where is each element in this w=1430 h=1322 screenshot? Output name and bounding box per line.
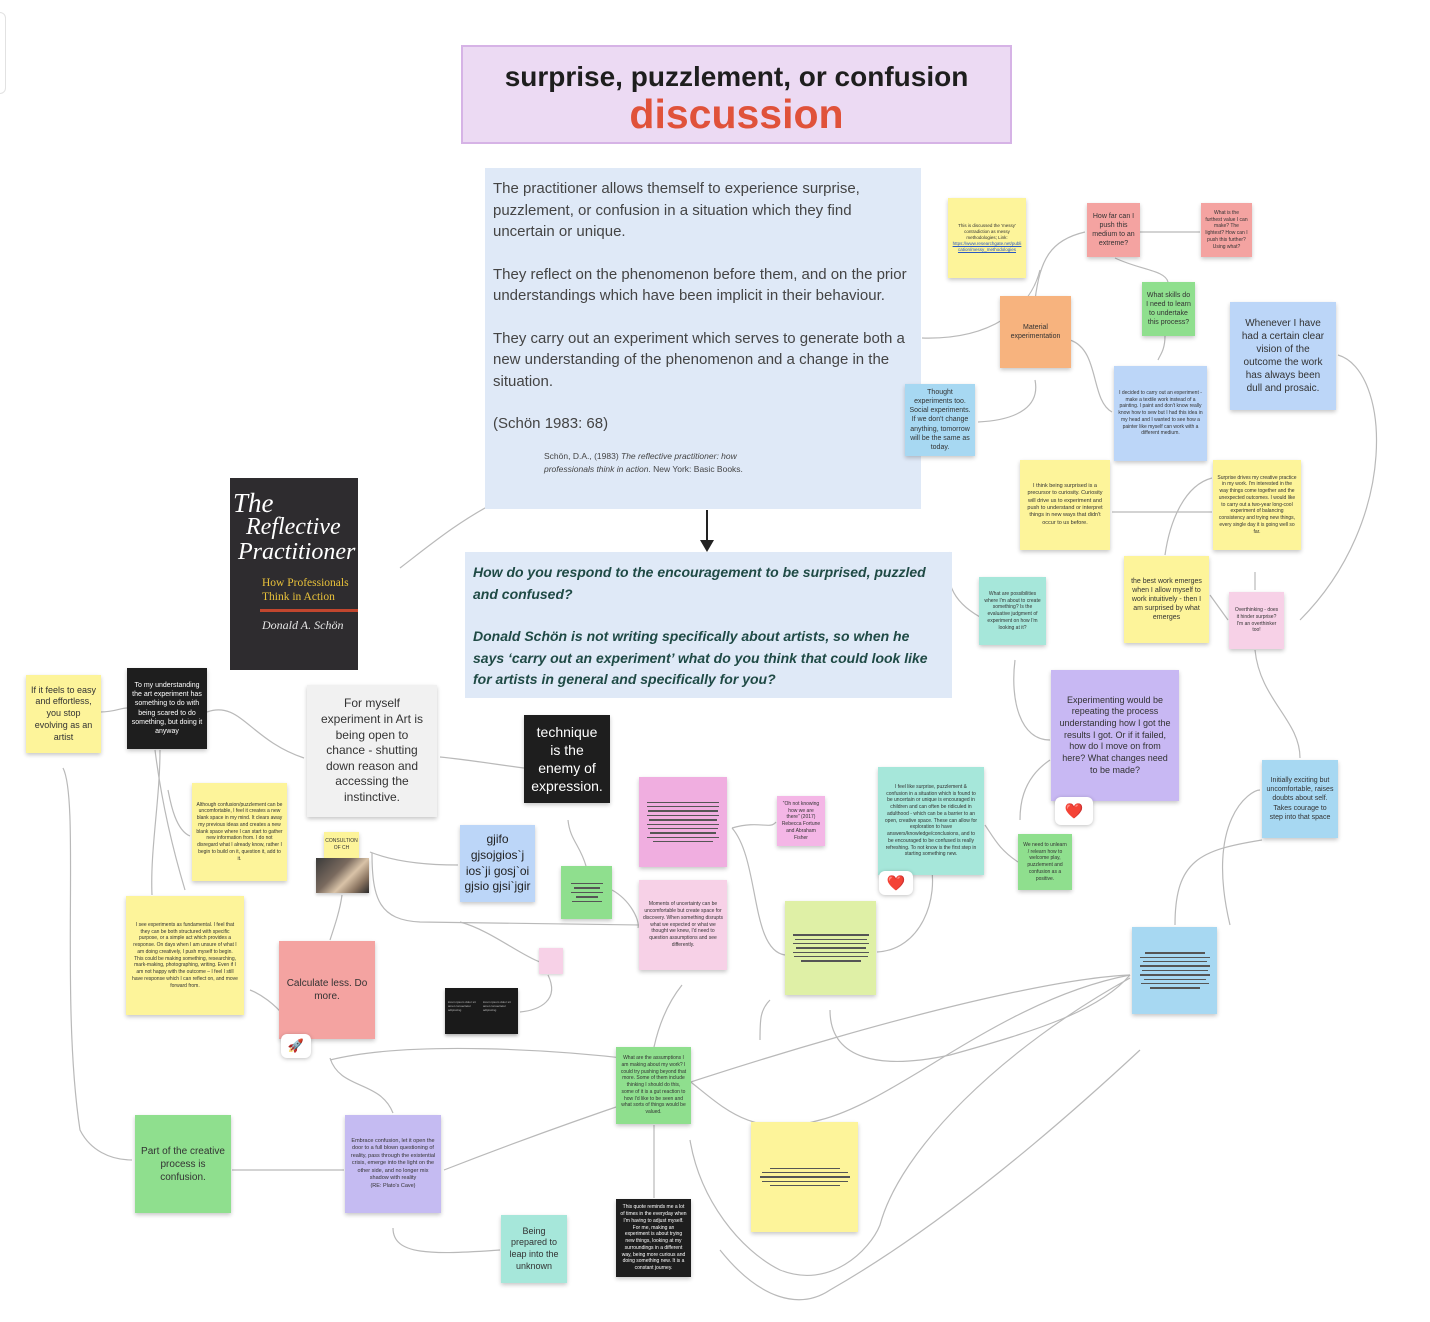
messy-link[interactable]: https://www.researchgate.net/publication…	[952, 241, 1022, 253]
note-text-lines	[1139, 952, 1210, 989]
sticky-note-embrace-confusion[interactable]: Embrace confusion, let it open the door …	[345, 1115, 441, 1213]
thumbnail-text-right: lorem ipsum dolor sit amet consectetur a…	[483, 1000, 511, 1012]
sticky-note-lightgreen-lines[interactable]	[785, 901, 876, 995]
sticky-note-technique[interactable]: technique is the enemy of expression.	[524, 715, 610, 803]
sticky-note-experimenting-repeating[interactable]: Experimenting would be repeating the pro…	[1051, 670, 1179, 801]
note-text-lines	[792, 934, 869, 962]
embrace-text: Embrace confusion, let it open the door …	[350, 1138, 436, 1182]
portrait-photo[interactable]	[316, 858, 369, 893]
book-author: Donald A. Schön	[262, 618, 344, 632]
sticky-note-whenever-vision[interactable]: Whenever I have had a certain clear visi…	[1230, 302, 1336, 410]
board-header: surprise, puzzlement, or confusion discu…	[461, 45, 1012, 144]
note-text-lines	[647, 801, 719, 843]
sticky-note-puzzled-children[interactable]: I feel like surprise, puzzlement & confu…	[878, 767, 984, 875]
sticky-note-confusion-blank-space[interactable]: Although confusion/puzzlement can be unc…	[192, 783, 287, 881]
sticky-note-green-lines[interactable]	[561, 866, 612, 919]
screenshot-thumbnail[interactable]: lorem ipsum dolor sit amet consectetur a…	[445, 988, 518, 1034]
book-divider	[260, 609, 358, 612]
sticky-note-thought-experiments[interactable]: Thought experiments too. Social experime…	[905, 384, 975, 456]
quote-paragraph-1: The practitioner allows themself to expe…	[493, 180, 860, 240]
sticky-note-decided-textile[interactable]: I decided to carry out an experiment - m…	[1114, 366, 1207, 461]
book-title-line-2: Reflective	[246, 514, 341, 540]
small-pink-square[interactable]	[539, 948, 563, 974]
reference-title: The reflective practitioner: how profess…	[544, 450, 737, 474]
sticky-note-not-knowing[interactable]: “Oh not knowing how we are there” (2017)…	[777, 796, 825, 846]
question-1: How do you respond to the encouragement …	[473, 564, 926, 602]
canvas-edge-panel	[0, 12, 6, 94]
quote-paragraph-2: They reflect on the phenomenon before th…	[493, 265, 907, 305]
sticky-note-unlearn-relearn[interactable]: We need to unlearn / relearn how to welc…	[1018, 834, 1072, 890]
sticky-note-easy-effortless[interactable]: If it feels to easy and effortless, you …	[26, 675, 101, 753]
quote-citation: (Schön 1983: 68)	[493, 415, 609, 432]
sticky-note-calculate-less[interactable]: Calculate less. Do more.	[279, 941, 375, 1039]
question-box[interactable]: How do you respond to the encouragement …	[465, 552, 952, 698]
sticky-note-about-to-create[interactable]: What are possibilities where I'm about t…	[979, 577, 1046, 645]
rocket-reaction-icon[interactable]: 🚀	[281, 1034, 311, 1058]
sticky-note-part-of-process[interactable]: Part of the creative process is confusio…	[135, 1115, 231, 1213]
book-cover-image[interactable]: The Reflective Practitioner How Professi…	[230, 478, 358, 670]
sticky-note-initially-exciting[interactable]: Initially exciting but uncomfortable, ra…	[1262, 760, 1338, 838]
heart-reaction-icon[interactable]: ❤️	[1055, 797, 1093, 825]
sticky-note-scared[interactable]: To my understanding the art experiment h…	[127, 668, 207, 749]
quote-reference: Schön, D.A., (1983) The reflective pract…	[544, 450, 759, 476]
sticky-note-gjifo[interactable]: gjifo gjsojgios`j ios`ji gosj`oi gjsio g…	[460, 825, 535, 902]
sticky-note-surprise-drives[interactable]: Surprise drives my creative practice in …	[1213, 460, 1301, 550]
sticky-note-yellow-lines[interactable]	[751, 1122, 858, 1232]
sticky-note-leap-unknown[interactable]: Being prepared to leap into the unknown	[501, 1215, 567, 1283]
heart-reaction-icon[interactable]: ❤️	[879, 871, 913, 895]
quote-paragraph-3: They carry out an experiment which serve…	[493, 329, 905, 390]
sticky-note-myself-experiment[interactable]: For myself experiment in Art is being op…	[307, 685, 437, 817]
sticky-note-how-far[interactable]: How far can I push this medium to an ext…	[1087, 203, 1140, 257]
sticky-note-surprised-curiosity[interactable]: I think being surprised is a precursor t…	[1020, 460, 1110, 550]
sticky-note-material-experimentation[interactable]: Material experimentation	[1000, 296, 1071, 368]
reference-author: Schön, D.A., (1983)	[544, 450, 622, 461]
board-title: surprise, puzzlement, or confusion	[504, 61, 969, 92]
board-subtitle: discussion	[629, 91, 844, 137]
question-2: Donald Schön is not writing specifically…	[473, 628, 928, 687]
note-text-lines	[759, 1167, 850, 1187]
messy-text: This is discussed the 'messy' contradict…	[958, 222, 1016, 240]
quote-box[interactable]: The practitioner allows themself to expe…	[485, 168, 921, 509]
book-subtitle-line-1: How Professionals	[262, 577, 349, 589]
book-title-line-1: The	[233, 488, 274, 518]
thumbnail-text-left: lorem ipsum dolor sit amet consectetur a…	[448, 1000, 476, 1012]
sticky-note-skills[interactable]: What skills do I need to learn to undert…	[1142, 282, 1195, 336]
book-subtitle-line-2: Think in Action	[262, 591, 335, 603]
sticky-note-black-reflection[interactable]: This quote reminds me a lot of times in …	[616, 1199, 691, 1277]
sticky-note-overthinking[interactable]: Overthinking - does it hinder surprise? …	[1229, 592, 1284, 649]
sticky-note-material-limit[interactable]: What is the furthest value I can make? T…	[1201, 203, 1252, 257]
sticky-note-magenta-lines[interactable]	[639, 777, 727, 867]
sticky-note-messy-methodologies[interactable]: This is discussed the 'messy' contradict…	[948, 198, 1026, 278]
sticky-note-best-work[interactable]: the best work emerges when I allow mysel…	[1124, 556, 1209, 643]
sticky-note-assumptions[interactable]: What are the assumptions I am making abo…	[616, 1047, 691, 1124]
embrace-reference: (RE: Plato's Cave)	[370, 1182, 416, 1189]
sticky-note-fundamental-experiments[interactable]: I see experiments as fundamental. I feel…	[126, 896, 244, 1015]
sticky-note-small-yellow[interactable]: CONSULTION OF CH	[324, 832, 359, 858]
sticky-note-blue-lines[interactable]	[1132, 927, 1217, 1014]
reference-publisher: . New York: Basic Books.	[648, 463, 743, 474]
sticky-note-moments-uncertainty[interactable]: Moments of uncertainty can be uncomforta…	[639, 880, 727, 970]
book-title-line-3: Practitioner	[238, 539, 356, 565]
note-text-lines	[570, 883, 603, 902]
